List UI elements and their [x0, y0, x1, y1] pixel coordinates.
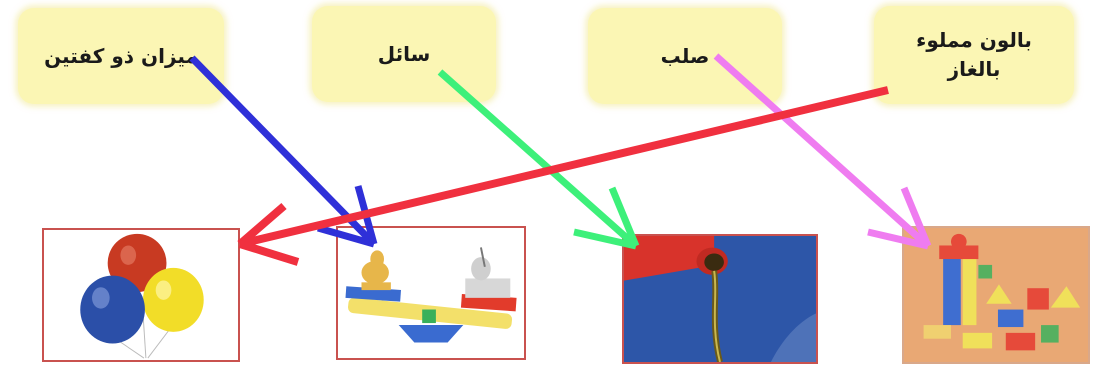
toy-blocks-picture: [902, 226, 1090, 364]
label-balloon: بالون مملوء بالغاز: [874, 6, 1074, 104]
pouring-oil-picture: [622, 234, 818, 364]
label-liquid: سائل: [312, 6, 496, 102]
label-solid: صلب: [588, 8, 782, 104]
label-balloon-line1: بالون مملوء: [916, 28, 1032, 52]
label-solid-text: صلب: [660, 43, 710, 68]
label-balloon-line2: بالغاز: [947, 57, 1001, 81]
balloons-picture: [42, 228, 240, 362]
label-liquid-text: سائل: [377, 41, 431, 66]
label-balance: ميزان ذو كفتين: [18, 8, 224, 104]
balance-scale-picture: [336, 226, 526, 360]
label-balance-text: ميزان ذو كفتين: [44, 43, 198, 68]
